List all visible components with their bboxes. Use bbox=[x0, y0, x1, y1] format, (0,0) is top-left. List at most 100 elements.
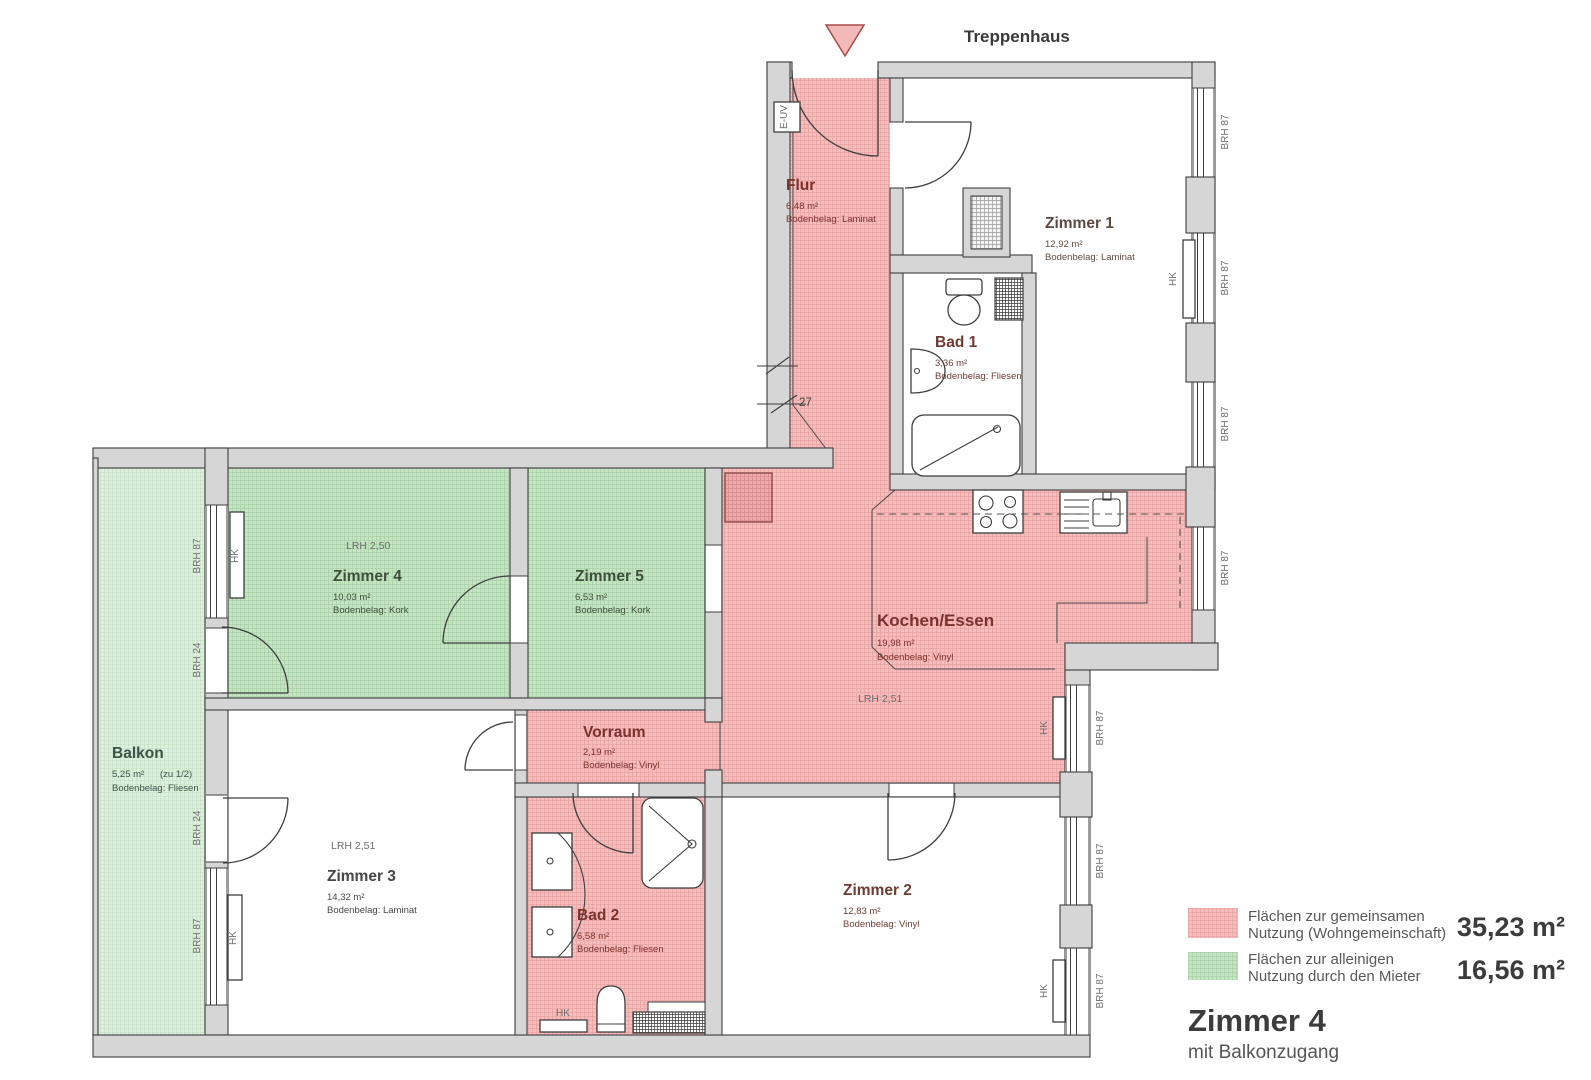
room-note: (zu 1/2) bbox=[160, 769, 192, 780]
door-zimmer2 bbox=[887, 792, 956, 861]
room-area: 6,58 m² bbox=[577, 931, 609, 942]
zimmer4-label: LRH 2,50 Zimmer 4 10,03 m² Bodenbelag: K… bbox=[333, 540, 409, 616]
room-floor: Bodenbelag: Fliesen bbox=[577, 944, 664, 955]
room-area: 10,03 m² bbox=[333, 592, 371, 603]
room-floor: Bodenbelag: Laminat bbox=[327, 905, 417, 916]
svg-text:BRH 87: BRH 87 bbox=[1220, 260, 1231, 295]
window-z1-2 bbox=[1192, 232, 1215, 324]
room-floor: Bodenbelag: Fliesen bbox=[112, 783, 199, 794]
room-name: Zimmer 2 bbox=[843, 882, 912, 899]
toilet-bad2 bbox=[596, 985, 626, 1033]
room-floor: Bodenbelag: Kork bbox=[575, 605, 651, 616]
room-area: 6,53 m² bbox=[575, 592, 607, 603]
room-floor: Bodenbelag: Laminat bbox=[786, 214, 876, 225]
svg-text:BRH 24: BRH 24 bbox=[192, 810, 203, 845]
svg-text:HK: HK bbox=[1039, 984, 1050, 998]
legend-shared-value: 35,23 m² bbox=[1457, 912, 1565, 942]
legend-shared-text: Flächen zur gemeinsamen bbox=[1248, 908, 1425, 925]
room-area: 3,36 m² bbox=[935, 358, 967, 369]
dimension-marks bbox=[757, 356, 806, 414]
flur-area bbox=[790, 78, 890, 478]
svg-text:Nutzung (Wohngemeinschaft): Nutzung (Wohngemeinschaft) bbox=[1248, 925, 1446, 942]
room-name: Bad 2 bbox=[577, 907, 619, 924]
legend-private-text: Flächen zur alleinigen bbox=[1248, 951, 1394, 968]
door-balkon-z3 bbox=[222, 797, 289, 864]
door-entrance bbox=[791, 69, 879, 157]
balkon-label: Balkon 5,25 m² (zu 1/2) Bodenbelag: Flie… bbox=[112, 745, 199, 794]
legend-shared-swatch bbox=[1188, 908, 1238, 938]
shaft-z1 bbox=[970, 195, 1003, 250]
window-z1-1 bbox=[1192, 87, 1215, 178]
room-lrh: LRH 2,50 bbox=[346, 540, 391, 552]
wall-pier bbox=[1185, 466, 1216, 528]
kitchen-counter-lines bbox=[877, 513, 1188, 610]
room-name: Zimmer 4 bbox=[333, 568, 402, 585]
zimmer1-label: Zimmer 1 12,92 m² Bodenbelag: Laminat bbox=[1045, 215, 1135, 263]
zimmer2-label: Zimmer 2 12,83 m² Bodenbelag: Vinyl bbox=[843, 882, 919, 930]
svg-text:BRH 87: BRH 87 bbox=[1220, 114, 1231, 149]
svg-text:BRH 87: BRH 87 bbox=[1220, 550, 1231, 585]
wall-pier bbox=[1059, 771, 1093, 818]
radiator-z3 bbox=[227, 894, 243, 981]
sink-bad1 bbox=[910, 348, 946, 394]
room-area: 12,83 m² bbox=[843, 906, 881, 917]
bad1-label: Bad 1 3,36 m² Bodenbelag: Fliesen bbox=[935, 334, 1022, 382]
window-z1-3 bbox=[1192, 381, 1215, 468]
room-name: Flur bbox=[786, 177, 815, 194]
sink-bad1-faucet bbox=[913, 367, 921, 375]
radiator-z1 bbox=[1182, 239, 1196, 319]
duct-bad1 bbox=[994, 277, 1024, 321]
wall-pier bbox=[1059, 904, 1093, 949]
room-name: Kochen/Essen bbox=[877, 611, 994, 630]
legend: Flächen zur gemeinsamen Nutzung (Wohngem… bbox=[1188, 908, 1565, 1063]
toilet-bad1 bbox=[945, 278, 983, 326]
legend-private-value: 16,56 m² bbox=[1457, 955, 1565, 985]
shafts bbox=[632, 195, 1024, 1034]
svg-text:BRH 87: BRH 87 bbox=[192, 538, 203, 573]
svg-text:E-UV: E-UV bbox=[779, 105, 790, 129]
window-z4 bbox=[205, 504, 228, 619]
radiator-z2 bbox=[1052, 959, 1066, 1023]
radiator-bad2 bbox=[539, 1019, 588, 1033]
room-area: 12,92 m² bbox=[1045, 239, 1083, 250]
zimmer3-label: LRH 2,51 Zimmer 3 14,32 m² Bodenbelag: L… bbox=[327, 840, 417, 916]
svg-text:HK: HK bbox=[1039, 721, 1050, 735]
radiator-kitchen bbox=[1052, 696, 1066, 760]
svg-text:BRH 87: BRH 87 bbox=[1095, 843, 1106, 878]
shaft-kitchen-corner bbox=[724, 472, 773, 523]
room-area: 14,32 m² bbox=[327, 892, 365, 903]
fixtures bbox=[227, 101, 1196, 1033]
vorraum-area bbox=[527, 710, 705, 783]
room-fills bbox=[96, 78, 1192, 1036]
svg-text:Nutzung durch den Mieter: Nutzung durch den Mieter bbox=[1248, 968, 1421, 985]
annotations: BRH 87 BRH 87 BRH 87 BRH 87 BRH 87 BRH 8… bbox=[192, 105, 1231, 1019]
svg-text:HK: HK bbox=[228, 931, 239, 945]
legend-subtitle: mit Balkonzugang bbox=[1188, 1042, 1339, 1063]
room-area: 19,98 m² bbox=[877, 638, 915, 649]
zimmer5-area bbox=[528, 468, 705, 698]
room-area: 6,48 m² bbox=[786, 201, 818, 212]
kitchen-area bbox=[722, 468, 1192, 783]
room-name: Zimmer 5 bbox=[575, 568, 644, 585]
door-bad2 bbox=[572, 792, 634, 854]
room-area: 2,19 m² bbox=[583, 747, 615, 758]
flur-label: Flur 6,48 m² Bodenbelag: Laminat bbox=[786, 177, 876, 225]
bathtub-bad1 bbox=[911, 414, 1021, 477]
svg-text:HK: HK bbox=[230, 549, 241, 563]
radiator-z4 bbox=[229, 511, 245, 599]
legend-title: Zimmer 4 bbox=[1188, 1003, 1327, 1038]
entrance-arrow bbox=[824, 24, 866, 58]
duct-step-bad2 bbox=[647, 1001, 706, 1013]
legend-private-swatch bbox=[1188, 952, 1238, 980]
wall-pier bbox=[1185, 322, 1216, 383]
room-name: Zimmer 1 bbox=[1045, 215, 1114, 232]
zimmer4-area bbox=[228, 468, 510, 698]
door-zimmer4-5 bbox=[442, 575, 511, 644]
svg-text:BRH 24: BRH 24 bbox=[192, 642, 203, 677]
svg-text:BRH 87: BRH 87 bbox=[192, 918, 203, 953]
room-area: 5,25 m² bbox=[112, 769, 144, 780]
kochen-label: Kochen/Essen 19,98 m² Bodenbelag: Vinyl bbox=[877, 611, 994, 663]
duct-bad2 bbox=[632, 1011, 706, 1034]
window-lower-1 bbox=[1065, 684, 1090, 773]
vanity-bad2 bbox=[531, 832, 586, 958]
